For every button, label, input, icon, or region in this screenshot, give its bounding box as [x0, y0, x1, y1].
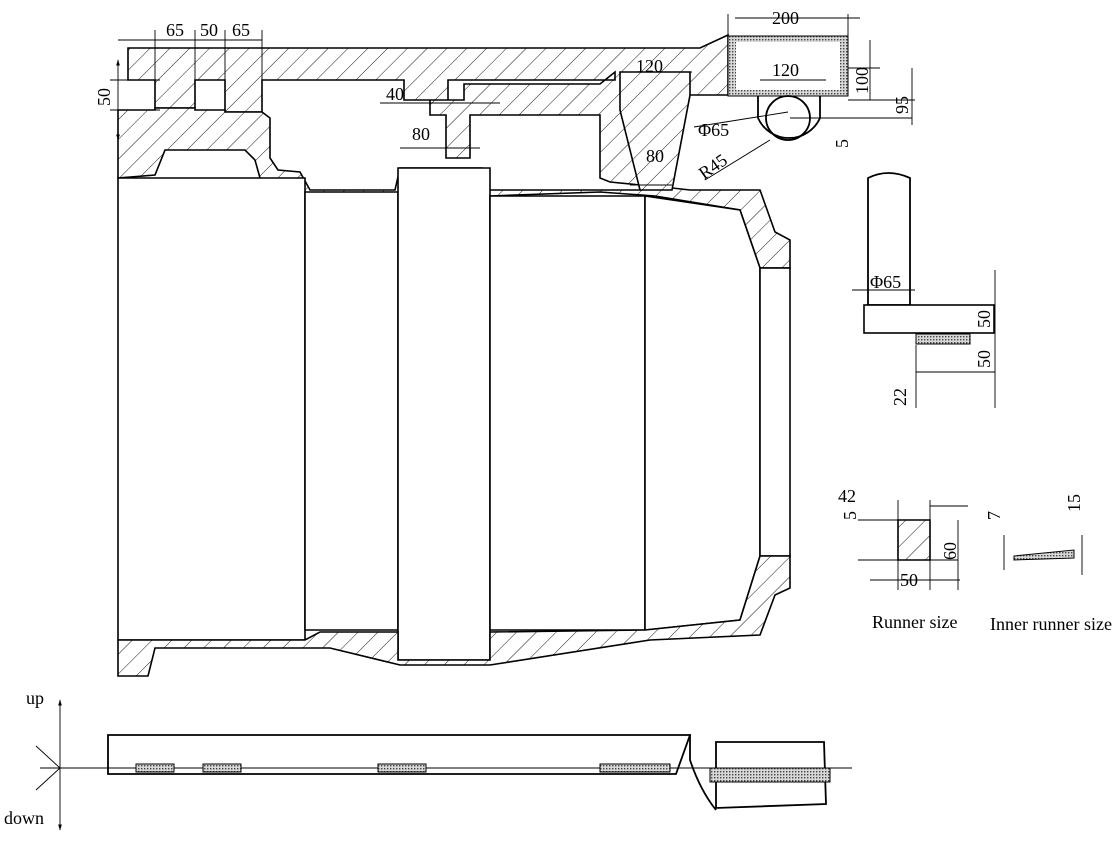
pouring-basin-lip	[757, 96, 821, 139]
runner-profile	[897, 519, 931, 561]
bore-middle	[304, 191, 399, 631]
bore-tapered-end	[644, 195, 761, 631]
dim-5-cup: 5	[832, 139, 852, 148]
runner-size-detail	[858, 500, 968, 590]
pouring-cup	[727, 35, 849, 141]
dim-sprue-phi65: Φ65	[870, 272, 901, 292]
dim-100: 100	[852, 67, 872, 94]
axis-labels: up down	[4, 688, 44, 828]
plan-view	[35, 699, 852, 831]
dim-sprue-22: 22	[890, 388, 910, 406]
dim-50-top: 50	[200, 20, 218, 40]
plan-cup	[715, 741, 827, 809]
dim-200: 200	[772, 8, 799, 28]
plan-gate-4	[599, 763, 671, 773]
caption-inner-runner-size: Inner runner size	[990, 614, 1112, 634]
plan-cup-band	[709, 767, 831, 783]
plan-runner-body	[107, 734, 692, 775]
dim-120-cup: 120	[772, 60, 799, 80]
dim-runner-42: 42	[838, 486, 856, 506]
dim-sprue-50a: 50	[974, 310, 994, 328]
caption-runner-size: Runner size	[872, 612, 957, 632]
sprue-rod	[867, 172, 911, 306]
plan-gate-1	[135, 763, 175, 773]
dimension-lines	[110, 14, 915, 186]
sprue-base	[863, 304, 995, 334]
dim-50-left: 50	[94, 88, 114, 106]
flange-ring	[759, 267, 791, 557]
plan-gate-2	[202, 763, 242, 773]
plan-sprue-neck	[689, 735, 717, 811]
dim-65-right: 65	[232, 20, 250, 40]
bore-center-boss	[397, 167, 491, 661]
inner-runner-profile	[1013, 549, 1075, 561]
bore-right-section	[489, 195, 646, 631]
dim-95: 95	[892, 96, 912, 114]
axis-chevron-icon	[35, 745, 61, 791]
axis-down-label: down	[4, 808, 44, 828]
dim-40: 40	[386, 84, 404, 104]
dimension-labels: 65 50 65 50 40 80 120 80 Φ65 R45 200 120…	[94, 8, 1084, 590]
main-casting-section	[117, 33, 791, 677]
plan-gate-3	[377, 763, 427, 773]
dim-120-gate: 120	[636, 56, 663, 76]
dim-sprue-50b: 50	[974, 350, 994, 368]
dim-80-right: 80	[646, 146, 664, 166]
bore-left-wall	[117, 177, 306, 641]
axis-up-label: up	[26, 688, 44, 708]
pouring-cup-inner	[736, 42, 840, 90]
dim-inner-7: 7	[984, 511, 1004, 520]
dim-runner-50: 50	[900, 570, 918, 590]
captions: Runner size Inner runner size	[872, 612, 1112, 634]
dim-65-left: 65	[166, 20, 184, 40]
dim-r45: R45	[695, 150, 731, 184]
dim-runner-5: 5	[840, 511, 860, 520]
dim-runner-60: 60	[940, 542, 960, 560]
sprue-detail	[852, 172, 996, 408]
dim-phi65-gate: Φ65	[698, 120, 729, 140]
lower-wall-hatched	[117, 555, 791, 677]
dim-inner-15: 15	[1064, 494, 1084, 512]
inner-runner-size-detail	[1003, 535, 1083, 575]
sprue-gate-strip	[915, 333, 971, 345]
dim-80-center: 80	[412, 124, 430, 144]
